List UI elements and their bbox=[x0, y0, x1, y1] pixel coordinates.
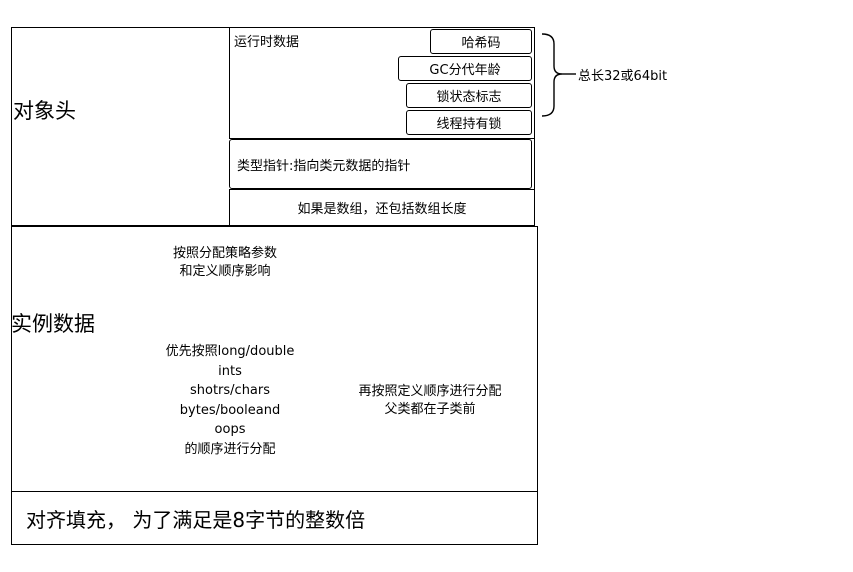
type-pointer-label: 类型指针:指向类元数据的指针 bbox=[237, 158, 411, 174]
parent-line-2: 父类都在子类前 bbox=[384, 402, 476, 417]
type-pointer-box: 类型指针:指向类元数据的指针 bbox=[229, 139, 532, 189]
array-length-label: 如果是数组，还包括数组长度 bbox=[297, 202, 467, 217]
strategy-text: 按照分配策略参数 和定义顺序影响 bbox=[140, 245, 310, 281]
order-line-4: bytes/booleand bbox=[179, 402, 281, 418]
instance-data-title: 实例数据 bbox=[11, 312, 95, 336]
brace-label: 总长32或64bit bbox=[578, 69, 668, 84]
order-line-3: shotrs/chars bbox=[189, 383, 271, 398]
padding-box: 对齐填充， 为了满足是8字节的整数倍 bbox=[11, 491, 538, 545]
order-line-6: 的顺序进行分配 bbox=[184, 441, 276, 457]
parent-text: 再按照定义顺序进行分配 父类都在子类前 bbox=[330, 383, 530, 419]
runtime-item-gc-age: GC分代年龄 bbox=[398, 56, 532, 81]
order-line-2: ints bbox=[218, 363, 242, 379]
order-line-1: 优先按照long/double bbox=[165, 344, 295, 359]
array-length-box: 如果是数组，还包括数组长度 bbox=[229, 189, 535, 226]
runtime-item-hashcode: 哈希码 bbox=[430, 29, 532, 54]
padding-label: 对齐填充， 为了满足是8字节的整数倍 bbox=[26, 507, 366, 532]
strategy-line-2: 和定义顺序影响 bbox=[179, 264, 271, 279]
strategy-line-1: 按照分配策略参数 bbox=[172, 246, 277, 261]
object-header-title: 对象头 bbox=[13, 99, 76, 123]
runtime-item-thread-lock: 线程持有锁 bbox=[406, 110, 532, 135]
brace-shape bbox=[541, 33, 576, 117]
order-text: 优先按照long/double ints shotrs/chars bytes/… bbox=[130, 342, 330, 459]
runtime-data-label: 运行时数据 bbox=[234, 35, 300, 50]
parent-line-1: 再按照定义顺序进行分配 bbox=[358, 384, 502, 399]
runtime-item-lock-state: 锁状态标志 bbox=[406, 83, 532, 108]
order-line-5: oops bbox=[214, 422, 246, 437]
